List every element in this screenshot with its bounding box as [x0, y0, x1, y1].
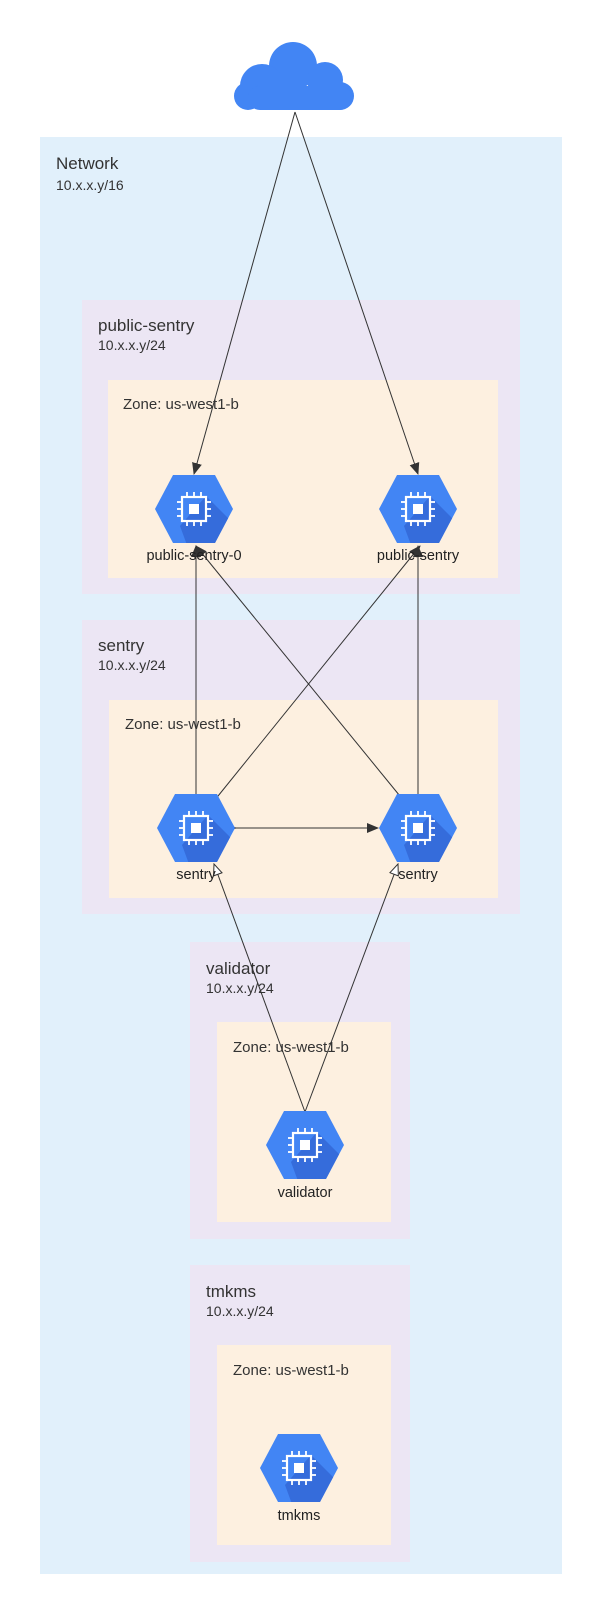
subnet-validator-title: validator: [206, 959, 271, 978]
network-cidr: 10.x.x.y/16: [56, 177, 124, 193]
zone-validator-label: Zone: us-west1-b: [233, 1039, 349, 1056]
subnet-public-sentry-cidr: 10.x.x.y/24: [98, 337, 166, 353]
node-label-validator: validator: [277, 1185, 333, 1201]
compute-engine-icon[interactable]: [378, 793, 458, 863]
compute-engine-icon[interactable]: [259, 1433, 339, 1503]
node-label-public-sentry-0: public-sentry-0: [146, 548, 242, 564]
node-label-sentry-left: sentry: [176, 867, 216, 883]
node-label-tmkms: tmkms: [277, 1508, 321, 1524]
subnet-tmkms-title: tmkms: [206, 1282, 257, 1301]
subnet-sentry-cidr: 10.x.x.y/24: [98, 657, 166, 673]
network-title: Network: [56, 154, 119, 173]
compute-engine-icon[interactable]: [265, 1110, 345, 1180]
subnet-sentry-title: sentry: [98, 636, 145, 655]
compute-engine-icon[interactable]: [378, 474, 458, 544]
subnet-public-sentry-title: public-sentry: [98, 316, 195, 335]
compute-engine-icon[interactable]: [156, 793, 236, 863]
zone-public-sentry-label: Zone: us-west1-b: [123, 396, 239, 413]
node-label-sentry-right: sentry: [398, 867, 438, 883]
subnet-tmkms-cidr: 10.x.x.y/24: [206, 1303, 274, 1319]
compute-engine-icon[interactable]: [154, 474, 234, 544]
node-label-public-sentry: public-sentry: [376, 548, 460, 564]
zone-tmkms-label: Zone: us-west1-b: [233, 1362, 349, 1379]
subnet-validator-cidr: 10.x.x.y/24: [206, 980, 274, 996]
zone-sentry-label: Zone: us-west1-b: [125, 716, 241, 733]
